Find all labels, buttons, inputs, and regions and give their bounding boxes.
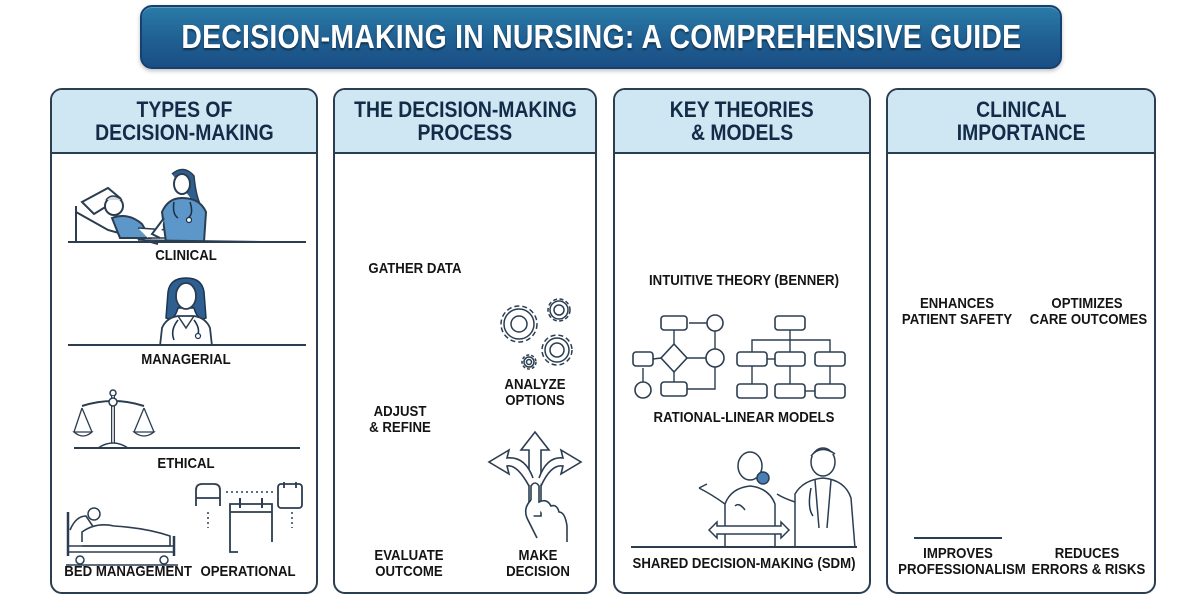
- calendar-schedule-icon: [195, 482, 303, 553]
- panel-title-line: CLINICAL: [975, 97, 1067, 122]
- panel-title-line: THE DECISION-MAKING: [353, 97, 577, 122]
- label-operational: OPERATIONAL: [200, 563, 296, 580]
- hospital-bed-icon: [66, 507, 178, 566]
- gears-icon: [500, 298, 573, 370]
- divider: [914, 537, 1002, 539]
- benefit-enhances-patient-safety: ENHANCES PATIENT SAFETY: [901, 295, 1013, 328]
- step-evaluate-outcome: EVALUATE OUTCOME: [374, 547, 444, 580]
- panel-title-line: PROCESS: [417, 120, 513, 145]
- panel-title-line: DECISION-MAKING: [94, 120, 274, 145]
- step-gather-data: GATHER DATA: [368, 260, 462, 277]
- label-intuitive-theory: INTUITIVE THEORY (BENNER): [649, 272, 839, 289]
- panel-header: CLINICAL IMPORTANCE: [888, 90, 1154, 154]
- panel-decision-making-process: THE DECISION-MAKING PROCESS GATHER DATA …: [333, 88, 597, 594]
- panel-header: TYPES OF DECISION-MAKING: [52, 90, 316, 154]
- panel-title-line: IMPORTANCE: [956, 120, 1086, 145]
- step-adjust-refine: ADJUST & REFINE: [369, 403, 431, 436]
- panel-header: THE DECISION-MAKING PROCESS: [335, 90, 595, 154]
- nurse-doctor-discussion-icon: [698, 447, 856, 549]
- panel-title-line: & MODELS: [690, 120, 794, 145]
- divider: [74, 447, 300, 449]
- panel-title-line: TYPES OF: [136, 97, 232, 122]
- label-ethical: ETHICAL: [157, 455, 215, 472]
- divider: [68, 344, 306, 346]
- panel-title-line: KEY THEORIES: [670, 97, 814, 122]
- branching-arrows-hand-icon: [487, 430, 583, 542]
- divider: [631, 546, 857, 548]
- panel-header: KEY THEORIES & MODELS: [615, 90, 869, 154]
- label-clinical: CLINICAL: [155, 247, 217, 264]
- step-make-decision: MAKE DECISION: [506, 547, 570, 580]
- label-bed-management: BED MANAGEMENT: [64, 563, 192, 580]
- benefit-improves-professionalism: IMPROVES PROFESSIONALISM: [898, 545, 1026, 578]
- panel-clinical-importance: CLINICAL IMPORTANCE ENHANCES PATIENT SAF…: [886, 88, 1156, 594]
- label-managerial: MANAGERIAL: [141, 351, 231, 368]
- nurse-manager-icon: [159, 277, 213, 347]
- panel-key-theories-models: KEY THEORIES & MODELS INTUITIVE THEORY (…: [613, 88, 871, 594]
- step-analyze-options: ANALYZE OPTIONS: [504, 376, 566, 409]
- divider: [68, 241, 306, 243]
- panel-types-of-decision-making: TYPES OF DECISION-MAKING CLINICAL M: [50, 88, 318, 594]
- nurse-with-patient-icon: [75, 168, 279, 245]
- flowchart-icon: [632, 314, 846, 399]
- page-title: DECISION-MAKING IN NURSING: A COMPREHENS…: [181, 18, 1021, 55]
- label-rational-linear-models: RATIONAL-LINEAR MODELS: [653, 409, 835, 426]
- title-banner: DECISION-MAKING IN NURSING: A COMPREHENS…: [140, 5, 1062, 69]
- scales-of-justice-icon: [72, 389, 156, 449]
- benefit-reduces-errors-risks: REDUCES ERRORS & RISKS: [1031, 545, 1146, 578]
- label-shared-decision-making: SHARED DECISION-MAKING (SDM): [632, 555, 856, 572]
- benefit-optimizes-care-outcomes: OPTIMIZES CARE OUTCOMES: [1029, 295, 1148, 328]
